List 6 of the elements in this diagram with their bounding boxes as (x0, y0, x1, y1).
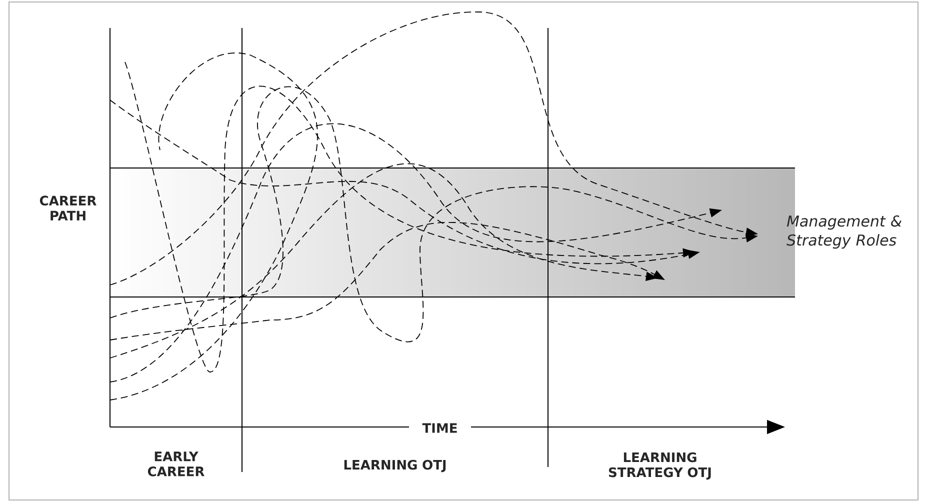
axis-label: EARLY CAREER (148, 452, 204, 476)
target-label: Management & Strategy Roles (786, 215, 902, 249)
axis-label: CAREER PATH (40, 196, 96, 220)
axis-label: LEARNING STRATEGY OTJ (608, 452, 711, 480)
axis-label: LEARNING OTJ (344, 460, 446, 472)
axis-label: TIME (409, 422, 471, 434)
